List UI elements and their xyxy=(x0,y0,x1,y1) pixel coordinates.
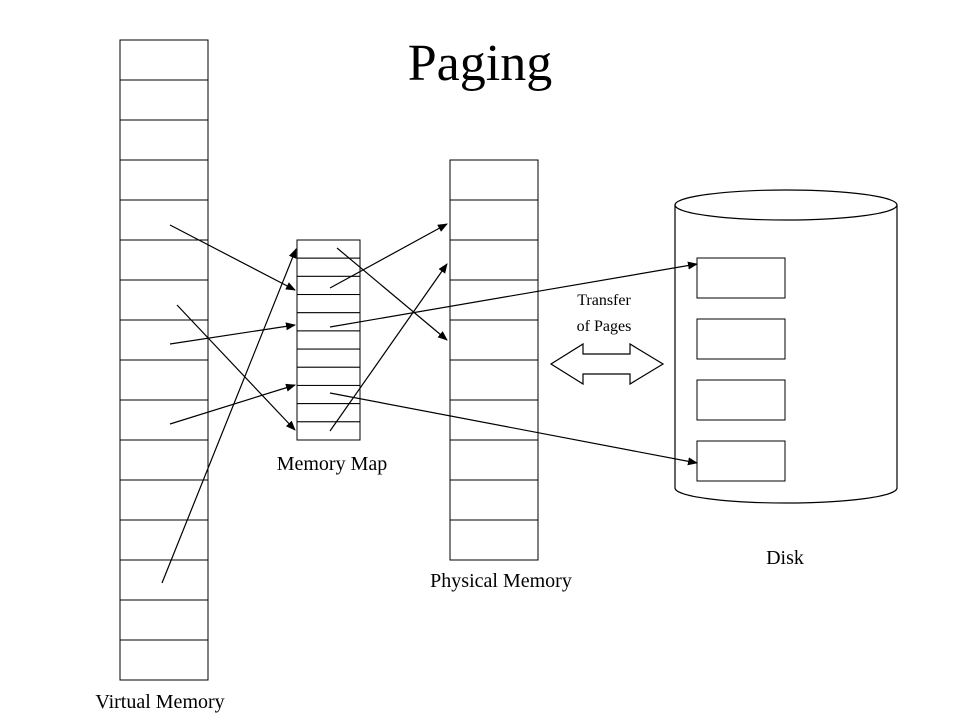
mapping-arrow xyxy=(329,263,448,432)
disk-blocks xyxy=(696,257,786,482)
memory-map-entry xyxy=(296,348,361,368)
physical-frame xyxy=(449,439,539,481)
virtual-page xyxy=(119,239,209,281)
physical-frame xyxy=(449,239,539,281)
page-title: Paging xyxy=(408,35,552,92)
disk-block xyxy=(696,257,786,299)
virtual-page xyxy=(119,559,209,601)
mapping-arrow xyxy=(169,383,296,425)
physical-frame xyxy=(449,519,539,561)
virtual-memory-column xyxy=(119,39,209,681)
memory-map-entry xyxy=(296,421,361,441)
transfer-label-line2: of Pages xyxy=(577,318,632,335)
physical-frame xyxy=(449,399,539,441)
mapping-arrow xyxy=(336,247,448,341)
disk-label: Disk xyxy=(766,547,804,569)
virtual-page xyxy=(119,159,209,201)
disk-top xyxy=(674,189,898,221)
virtual-page xyxy=(119,279,209,321)
physical-frame xyxy=(449,159,539,201)
mapping-arrow xyxy=(161,248,297,584)
mapping-arrow xyxy=(329,261,698,328)
memory-map-entry xyxy=(296,257,361,277)
memory-map-column xyxy=(296,239,361,441)
virtual-page xyxy=(119,439,209,481)
physical-frame xyxy=(449,479,539,521)
virtual-page xyxy=(119,199,209,241)
mapping-arrows xyxy=(161,223,698,584)
physical-memory-column xyxy=(449,159,539,561)
disk-block xyxy=(696,440,786,482)
virtual-page xyxy=(119,119,209,161)
memory-map-entry xyxy=(296,239,361,259)
memory-map-label: Memory Map xyxy=(277,453,388,475)
virtual-page xyxy=(119,479,209,521)
memory-map-entry xyxy=(296,403,361,423)
virtual-page xyxy=(119,79,209,121)
transfer-label-line1: Transfer xyxy=(577,292,631,309)
memory-map-entry xyxy=(296,366,361,386)
virtual-page xyxy=(119,399,209,441)
memory-map-entry xyxy=(296,294,361,314)
virtual-memory-label: Virtual Memory xyxy=(95,691,224,713)
mapping-arrow xyxy=(176,304,296,431)
virtual-page xyxy=(119,639,209,681)
physical-memory-label: Physical Memory xyxy=(430,570,572,592)
physical-frame xyxy=(449,319,539,361)
virtual-page xyxy=(119,519,209,561)
mapping-arrow xyxy=(169,224,296,291)
physical-frame xyxy=(449,199,539,241)
memory-map-entry xyxy=(296,330,361,350)
virtual-page xyxy=(119,599,209,641)
transfer-double-arrow xyxy=(549,342,665,386)
disk-block xyxy=(696,379,786,421)
mapping-arrow xyxy=(329,223,448,289)
mapping-arrow xyxy=(169,322,296,345)
physical-frame xyxy=(449,359,539,401)
physical-frame xyxy=(449,279,539,321)
memory-map-entry xyxy=(296,275,361,296)
disk-block xyxy=(696,318,786,360)
virtual-page xyxy=(119,39,209,81)
virtual-page xyxy=(119,359,209,401)
mapping-arrow xyxy=(329,392,698,466)
memory-map-entry xyxy=(296,312,361,332)
